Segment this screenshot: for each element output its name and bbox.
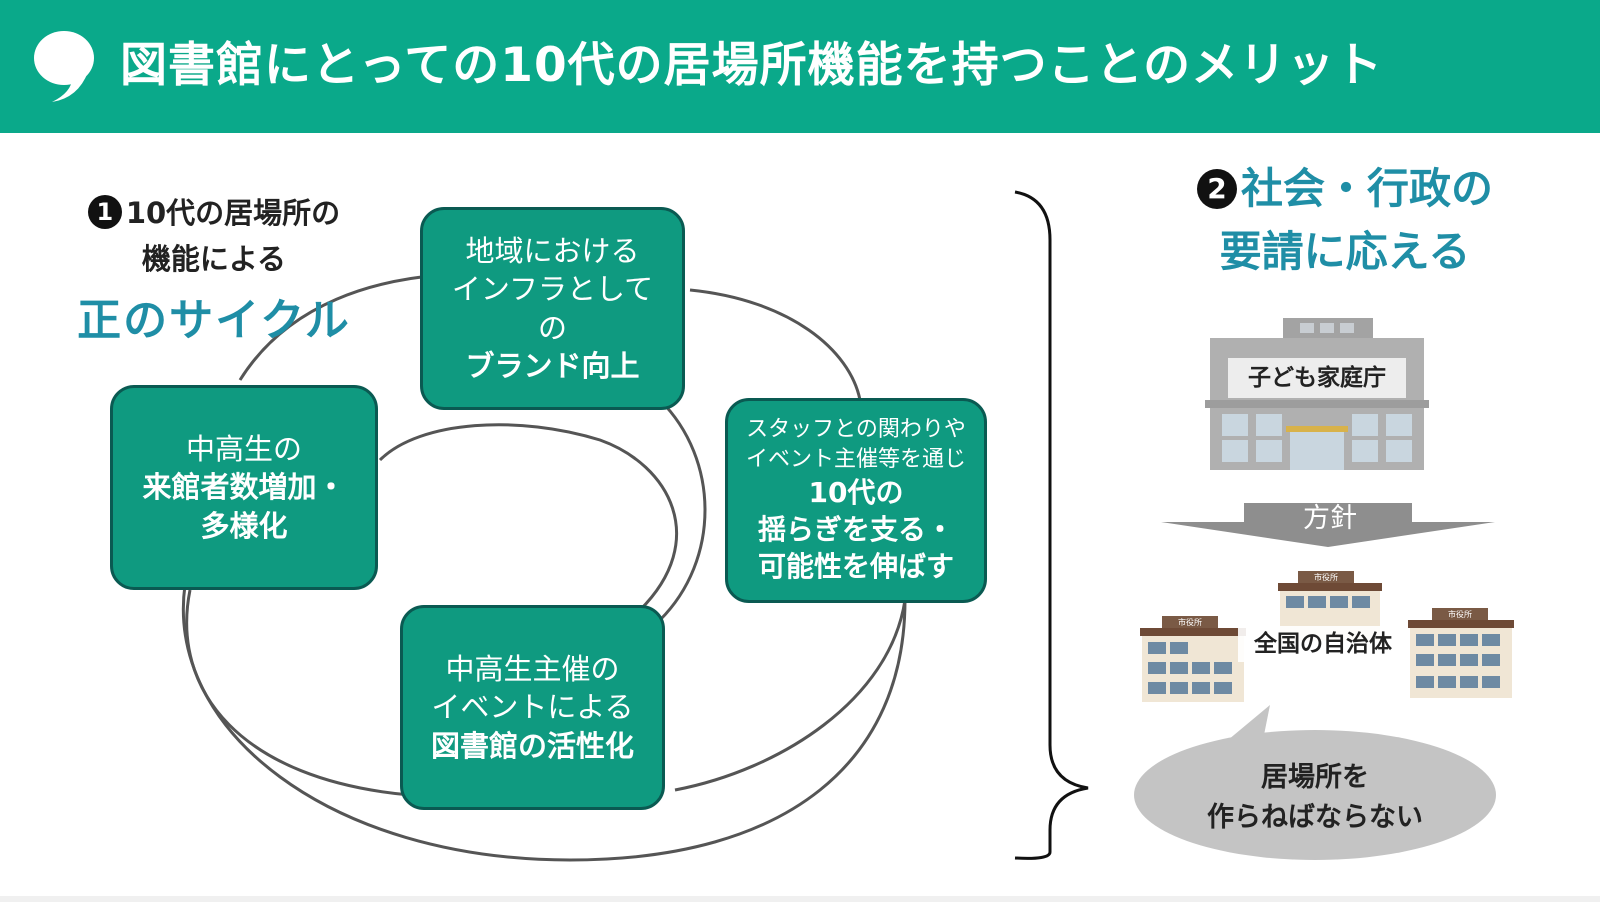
curly-brace (1014, 190, 1089, 860)
box-text: イベントによる (431, 690, 634, 725)
number-badge-1: 1 (87, 195, 122, 229)
policy-label: 方針 (1303, 503, 1357, 534)
page-title: 図書館にとっての10代の居場所機能を持つことのメリット (120, 38, 1384, 93)
box-text-bold: 多様化 (200, 508, 288, 543)
cycle-box-visitors: 中高生の 来館者数増加・ 多様化 (110, 385, 378, 590)
speech-line1: 居場所を (1261, 762, 1369, 793)
cycle-heading-line2: 機能による (141, 242, 287, 276)
down-arrow-icon (1161, 503, 1495, 547)
cycle-heading-line3: 正のサイクル (77, 295, 351, 346)
cycle-box-activation: 中高生主催の イベントによる 図書館の活性化 (400, 605, 665, 810)
speech-bubble-shape (1134, 705, 1496, 860)
building-sign-text: 市役所 (1448, 609, 1472, 619)
speech-bubble-icon (34, 31, 94, 102)
city-hall-icon-right: 市役所 (1408, 608, 1514, 698)
box-text-bold: ブランド向上 (465, 348, 640, 383)
footer-line (0, 896, 1600, 902)
cycle-box-support: スタッフとの関わりや イベント主催等を通じ 10代の 揺らぎを支る・ 可能性を伸… (725, 398, 987, 603)
society-heading-text1: 社会・行政の (1240, 164, 1493, 213)
box-text-bold: 10代の (808, 476, 904, 510)
box-text: 地域における (465, 233, 640, 268)
box-text: イベント主催等を通じ (745, 447, 966, 473)
speech-bubble-text: 居場所を 作らねばならない (1150, 758, 1480, 838)
box-text-bold: 可能性を伸ばす (757, 550, 954, 584)
box-text: インフラとして (451, 272, 654, 307)
box-text: スタッフとの関わりや (746, 416, 966, 442)
header-bar: 図書館にとっての10代の居場所機能を持つことのメリット (0, 0, 1600, 133)
society-heading-line2: 要請に応える (1219, 227, 1471, 276)
speech-line2: 作らねばならない (1207, 802, 1423, 833)
box-text: 中高生主催の (445, 652, 620, 687)
building-sign-text: 市役所 (1314, 572, 1338, 582)
building-sign-text: 市役所 (1178, 617, 1202, 627)
box-text: 中高生の (185, 432, 302, 467)
municipalities-label: 全国の自治体 (1238, 626, 1408, 662)
cycle-heading-text1: 10代の居場所の (125, 196, 341, 230)
city-hall-icon-left: 市役所 (1140, 616, 1246, 702)
cycle-box-brand: 地域における インフラとして の ブランド向上 (420, 207, 685, 410)
box-text-bold: 図書館の活性化 (430, 728, 634, 763)
number-badge-2: 2 (1196, 169, 1237, 209)
box-text: の (537, 310, 567, 345)
agency-label: 子ども家庭庁 (1228, 358, 1406, 398)
box-text-bold: 揺らぎを支る・ (757, 513, 954, 547)
box-text-bold: 来館者数増加・ (142, 470, 346, 505)
